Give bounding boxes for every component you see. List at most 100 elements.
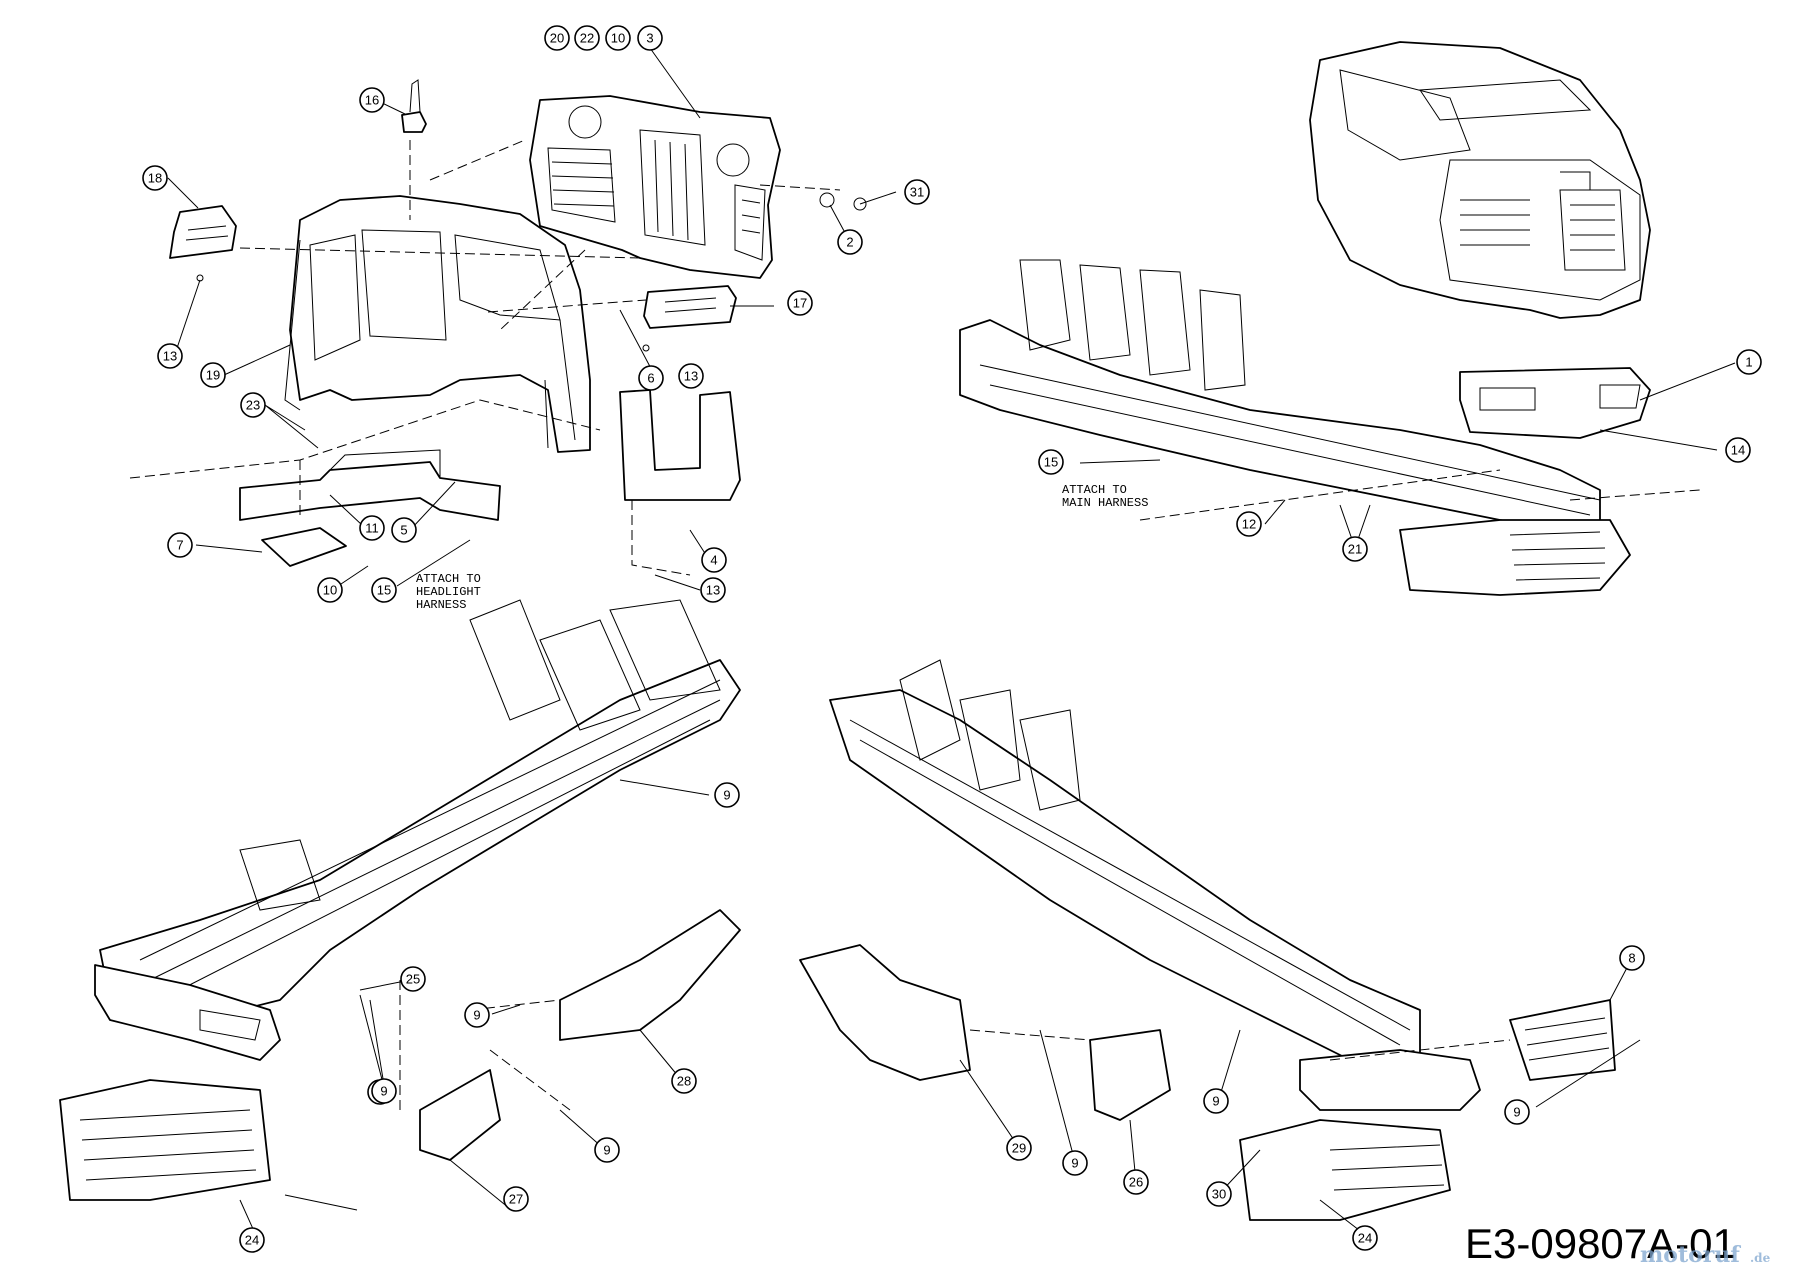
frame-bumper-assembly: [959, 259, 1701, 596]
callout-1: 1: [1736, 349, 1762, 375]
callout-circle: [544, 25, 570, 51]
callout-number: 9: [380, 1084, 387, 1099]
callout-9: 9: [1203, 1088, 1229, 1114]
note-headlight-line2: HEADLIGHT: [416, 585, 481, 599]
callout-number: 4: [710, 553, 717, 568]
callout-12: 12: [1236, 511, 1262, 537]
callout-number: 9: [603, 1143, 610, 1158]
callout-circle: [371, 1078, 397, 1104]
callout-number: 18: [148, 171, 162, 186]
callout-23: 23: [240, 392, 266, 418]
harness-notes: ATTACH TO HEADLIGHT HARNESS ATTACH TO MA…: [416, 483, 1148, 612]
callout-circle: [1206, 1181, 1232, 1207]
callout-circle: [359, 515, 385, 541]
callout-circle: [671, 1068, 697, 1094]
callout-24: 24: [239, 1227, 265, 1253]
callout-circle: [637, 25, 663, 51]
callout-circle: [837, 229, 863, 255]
callout-15: 15: [371, 577, 397, 603]
callout-15: 15: [1038, 449, 1064, 475]
callout-number: 9: [723, 788, 730, 803]
callout-9: 9: [464, 1002, 490, 1028]
callout-number: 29: [1012, 1141, 1026, 1156]
callout-24: 24: [1352, 1225, 1378, 1251]
callout-number: 23: [246, 398, 260, 413]
callout-number: 13: [684, 369, 698, 384]
callout-4: 4: [701, 547, 727, 573]
hood-assembly-exploded: [129, 79, 867, 576]
callout-circle: [1062, 1150, 1088, 1176]
watermark-suffix: .de: [1750, 1251, 1771, 1265]
callout-circle: [167, 532, 193, 558]
callout-circle: [1038, 449, 1064, 475]
callout-19: 19: [200, 362, 226, 388]
callout-circle: [1725, 437, 1751, 463]
grille-part: [529, 95, 781, 279]
callout-circle: [200, 362, 226, 388]
chassis-right-view: [799, 659, 1616, 1221]
callout-9: 9: [1062, 1150, 1088, 1176]
drawing-number: E3-09807A-01: [1465, 1220, 1736, 1267]
callout-circle: [157, 343, 183, 369]
callout-circle: [574, 25, 600, 51]
callout-number: 25: [406, 972, 420, 987]
callout-13: 13: [678, 363, 704, 389]
callout-circle: [400, 966, 426, 992]
callout-number: 24: [245, 1233, 259, 1248]
callout-circle: [1123, 1169, 1149, 1195]
callout-number: 28: [677, 1074, 691, 1089]
callout-number: 14: [1731, 443, 1745, 458]
callout-number: 7: [176, 538, 183, 553]
callout-6: 6: [638, 365, 664, 391]
watermark-text: motoruf: [1640, 1242, 1741, 1268]
callout-circle: [904, 179, 930, 205]
callout-circle: [1203, 1088, 1229, 1114]
callout-number: 20: [550, 31, 564, 46]
callout-number: 9: [473, 1008, 480, 1023]
callout-circle: [1236, 511, 1262, 537]
callout-number: 2: [846, 235, 853, 250]
callout-14: 14: [1725, 437, 1751, 463]
callout-5: 5: [391, 517, 417, 543]
callout-circle: [714, 782, 740, 808]
callout-circle: [391, 517, 417, 543]
callout-number: 12: [1242, 517, 1256, 532]
callout-3: 3: [637, 25, 663, 51]
callout-number: 15: [1044, 455, 1058, 470]
callout-circle: [1736, 349, 1762, 375]
callout-number: 13: [706, 583, 720, 598]
note-headlight-line1: ATTACH TO: [416, 572, 481, 586]
callout-2: 2: [837, 229, 863, 255]
callout-number: 22: [580, 31, 594, 46]
callout-number: 8: [1628, 951, 1635, 966]
callout-number: 15: [377, 583, 391, 598]
callout-9: 9: [1504, 1099, 1530, 1125]
callout-9: 9: [371, 1078, 397, 1104]
callout-circle: [464, 1002, 490, 1028]
callout-number: 1: [1745, 355, 1752, 370]
callout-circle: [605, 25, 631, 51]
callout-13: 13: [700, 577, 726, 603]
callout-number: 11: [365, 521, 379, 536]
callout-number: 27: [509, 1192, 523, 1207]
callout-number: 6: [647, 371, 654, 386]
headlight-left: [169, 205, 237, 259]
callout-number: 31: [910, 185, 924, 200]
callout-circle: [594, 1137, 620, 1163]
callout-21: 21: [1342, 536, 1368, 562]
callout-9: 9: [714, 782, 740, 808]
callout-number: 26: [1129, 1175, 1143, 1190]
callout-circle: [678, 363, 704, 389]
hood-part: [289, 195, 591, 453]
callout-16: 16: [359, 87, 385, 113]
callout-20: 20: [544, 25, 570, 51]
callout-number: 19: [206, 368, 220, 383]
callout-circle: [1352, 1225, 1378, 1251]
callout-circle: [787, 290, 813, 316]
callout-circle: [317, 577, 343, 603]
callout-circle: [1504, 1099, 1530, 1125]
assembled-hood-view: [1309, 41, 1651, 319]
